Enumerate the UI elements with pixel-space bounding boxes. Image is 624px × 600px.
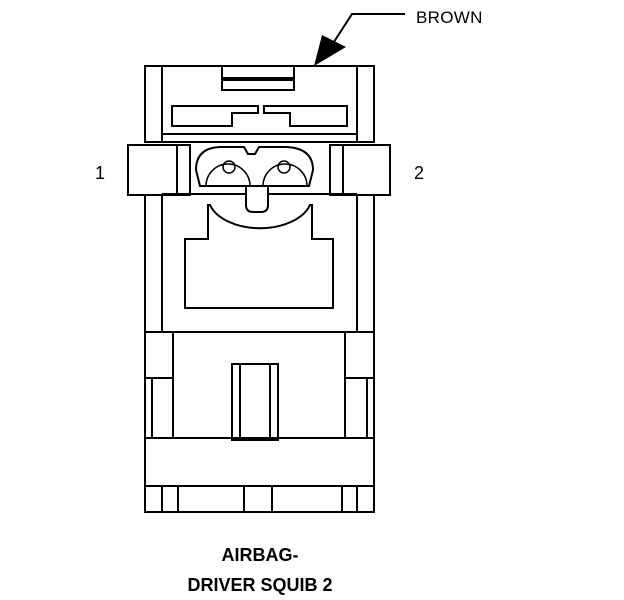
connector-lock-slot (231, 363, 279, 441)
caption-line-1: AIRBAG- (221, 545, 299, 565)
terminal-cavity (194, 146, 315, 213)
wire-color-label: BROWN (416, 8, 483, 27)
caption-line-2: DRIVER SQUIB 2 (187, 575, 333, 595)
pin-1-label: 1 (95, 163, 106, 183)
pin-2-hole (277, 160, 291, 174)
pin-1-hole (222, 160, 236, 174)
connector-bottom-cells (145, 485, 374, 512)
connector-body (144, 193, 375, 513)
connector-top-block (144, 65, 375, 143)
wire-color-leader (314, 13, 405, 66)
pin-2-label: 2 (414, 163, 425, 183)
connector-side-tabs (127, 144, 391, 196)
connector-window (184, 204, 334, 309)
